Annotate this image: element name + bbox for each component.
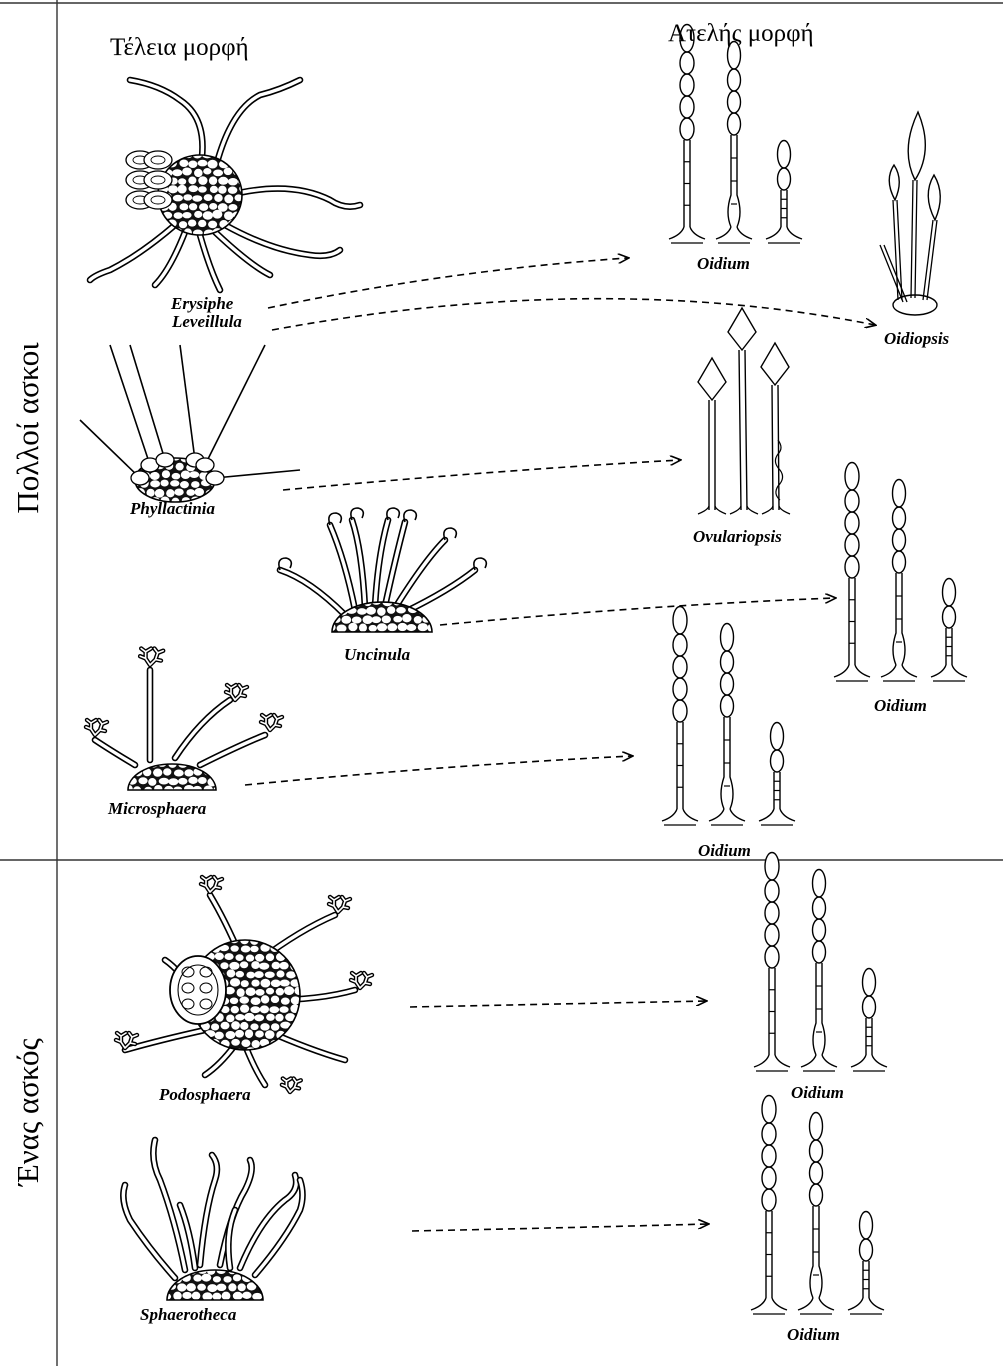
- label-leveillula: Leveillula: [172, 313, 242, 330]
- label-erysiphe: Erysiphe: [171, 295, 233, 312]
- oidium-conidiophores-1: [669, 25, 802, 244]
- oidium-conidiophores-3: [662, 607, 795, 826]
- ovulariopsis-conidiophores: [698, 308, 790, 514]
- header-imperfect-form: Ατελής μορφή: [668, 20, 814, 48]
- label-oidium-5: Oidium: [787, 1326, 840, 1343]
- arrow-podosphaera-to-oidium: [410, 1001, 706, 1007]
- label-oidium-1: Oidium: [697, 255, 750, 272]
- arrow-sphaerotheca-to-oidium: [412, 1224, 708, 1231]
- podosphaera-fruiting-body: [116, 877, 372, 1092]
- label-microsphaera: Microsphaera: [108, 800, 206, 817]
- conidiophores-group: [662, 25, 967, 1315]
- arrow-uncinula-to-oidium: [440, 598, 835, 625]
- oidiopsis-conidiophores: [880, 112, 940, 315]
- fruiting-bodies-group: [80, 80, 486, 1344]
- oidium-conidiophores-2: [834, 463, 967, 682]
- oidium-conidiophores-4: [754, 853, 887, 1072]
- arrow-microsphaera-to-oidium: [245, 756, 632, 785]
- label-sphaerotheca: Sphaerotheca: [140, 1306, 236, 1323]
- arrow-leveillula-to-oidiopsis: [272, 299, 875, 330]
- erysiphe-fruiting-body: [90, 80, 360, 290]
- header-perfect-form: Τέλεια μορφή: [110, 34, 249, 62]
- label-oidium-2: Oidium: [874, 697, 927, 714]
- label-phyllactinia: Phyllactinia: [130, 500, 215, 517]
- section-label-many-asci: Πολλοί ασκοι: [8, 228, 48, 628]
- phyllactinia-fruiting-body: [80, 345, 300, 514]
- label-ovulariopsis: Ovulariopsis: [693, 528, 782, 545]
- oidium-conidiophores-5: [751, 1096, 884, 1315]
- arrow-phyllactinia-to-ovulariopsis: [283, 460, 680, 490]
- label-oidiopsis: Oidiopsis: [884, 330, 949, 347]
- label-uncinula: Uncinula: [344, 646, 410, 663]
- label-podosphaera: Podosphaera: [159, 1086, 251, 1103]
- arrow-erysiphe-to-oidium: [268, 258, 628, 308]
- section-label-one-ascus: Ένας ασκός: [8, 912, 48, 1312]
- label-oidium-4: Oidium: [791, 1084, 844, 1101]
- label-oidium-3: Oidium: [698, 842, 751, 859]
